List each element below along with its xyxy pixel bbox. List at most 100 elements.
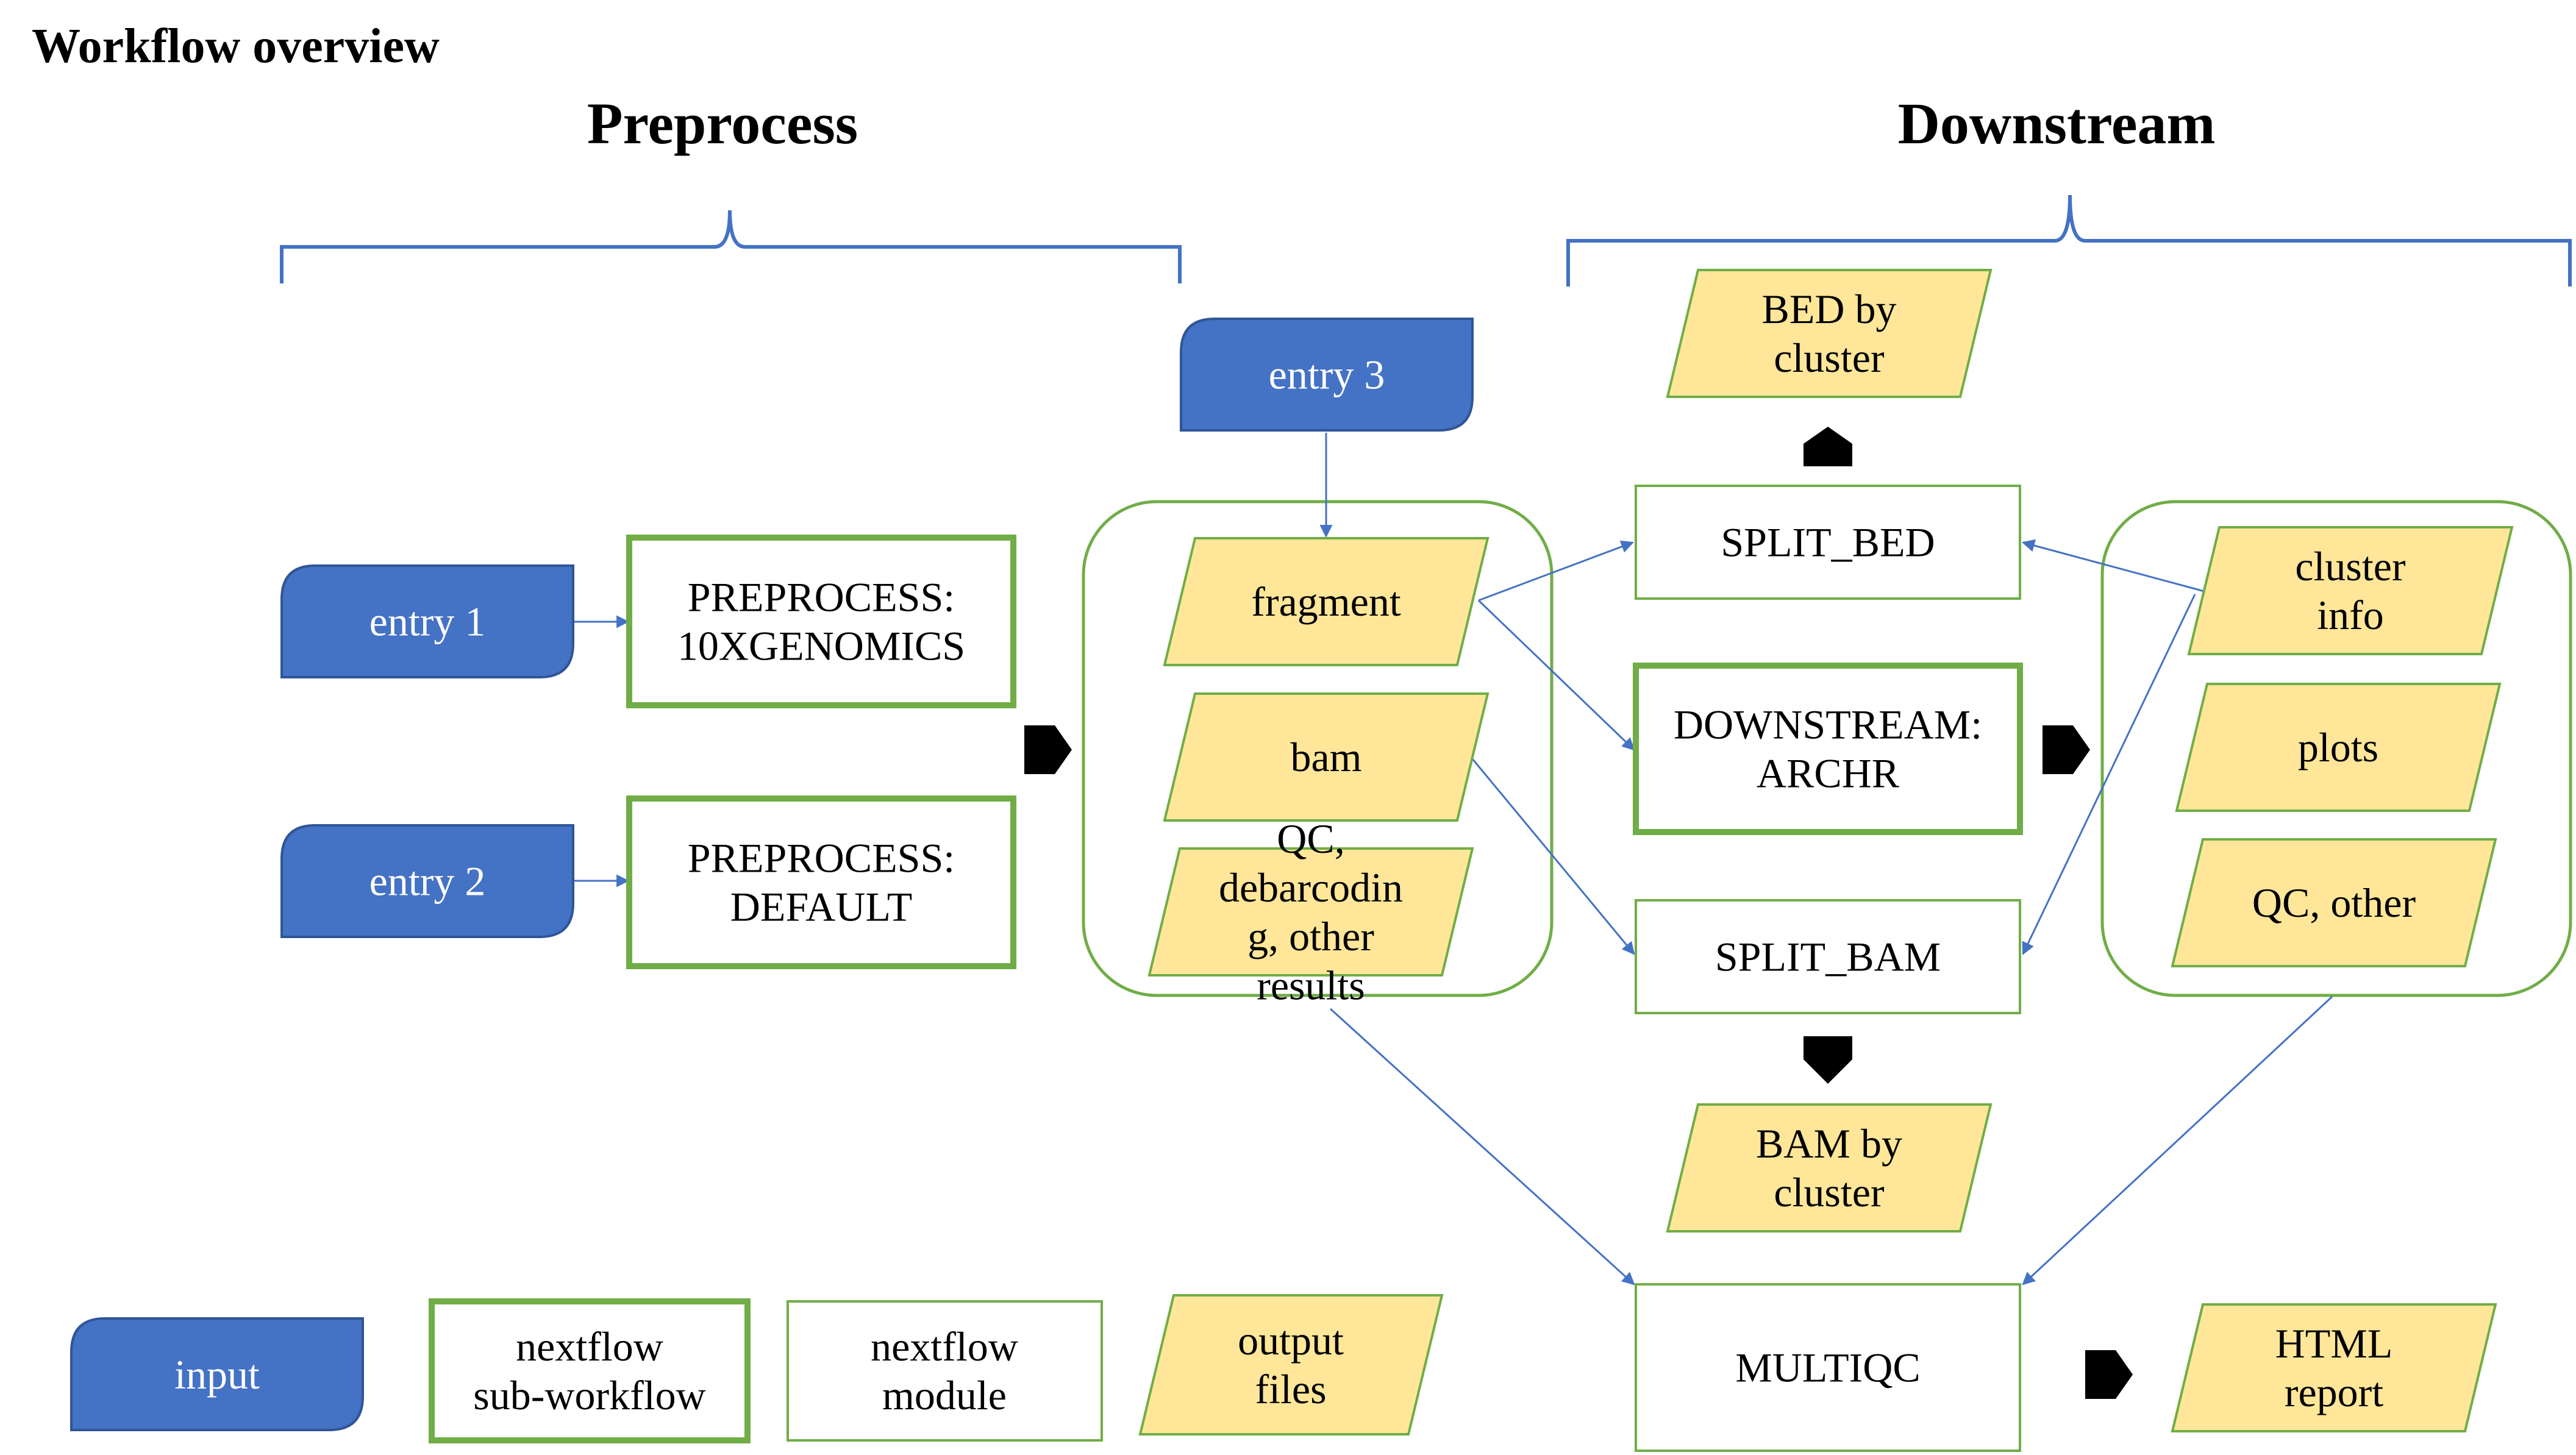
block-arrow-archr-outputs (2043, 725, 2090, 774)
node-qc-pre-label-line-4: results (1257, 962, 1365, 1008)
node-entry3-label-line-1: entry 3 (1269, 352, 1385, 398)
node-bam-cluster-label-line-1: BAM by (1756, 1120, 1902, 1167)
legend-subworkflow-label-line-2: sub-workflow (473, 1372, 706, 1418)
node-entry2-shape (280, 824, 574, 938)
node-plots: plots (2175, 683, 2502, 812)
node-cluster-info-label-line-2: info (2317, 592, 2384, 638)
node-bed-cluster-shape (1666, 269, 1993, 398)
legend-output-label-line-2: files (1255, 1366, 1326, 1412)
node-bam-label-line-1: bam (1290, 734, 1361, 780)
node-entry3: entry 3 (1180, 318, 1474, 432)
preprocess-brace (280, 210, 1182, 283)
archr-outputs-group (2100, 500, 2572, 997)
node-fragment: fragment (1163, 537, 1490, 666)
node-predef-shape (626, 795, 1016, 969)
node-cluster-info-label-line-1: cluster (2295, 543, 2406, 589)
legend-output-label-line-1: output (1238, 1317, 1344, 1364)
node-split-bed: SPLIT_BED (1635, 485, 2021, 600)
node-qc-pre-label-line-1: QC, (1277, 816, 1344, 862)
node-bam: bam (1163, 692, 1490, 822)
node-entry2-label-line-1: entry 2 (369, 858, 486, 905)
node-fragment-shape (1163, 537, 1490, 666)
node-html-report-label-line-2: report (2285, 1369, 2383, 1415)
node-plots-shape (2175, 683, 2502, 812)
node-bam-cluster-shape (1666, 1103, 1993, 1233)
node-predef-label-line-1: PREPROCESS: (688, 835, 955, 881)
node-entry2: entry 2 (280, 824, 574, 938)
node-entry1-shape (280, 564, 574, 678)
node-archr-label-line-1: DOWNSTREAM: (1674, 702, 1982, 748)
node-bam-shape (1163, 692, 1490, 822)
legend-input-label-line-1: input (174, 1351, 260, 1398)
node-entry1: entry 1 (280, 564, 574, 678)
legend-module-label-line-2: module (882, 1372, 1007, 1418)
downstream-brace (1566, 194, 2572, 286)
node-split-bam-label-line-1: SPLIT_BAM (1715, 934, 1941, 980)
node-bed-cluster-label-line-1: BED by (1762, 286, 1897, 332)
node-predef-label-line-2: DEFAULT (730, 884, 912, 930)
node-split-bed-label-line-1: SPLIT_BED (1721, 519, 1935, 566)
node-entry3-shape (1180, 318, 1474, 432)
node-html-report-shape (2171, 1303, 2497, 1432)
page-title: Workflow overview (32, 20, 440, 73)
node-cluster-info-shape (2187, 526, 2514, 655)
node-split-bed-shape (1635, 485, 2021, 600)
legend-subworkflow-label-line-1: nextflow (516, 1323, 663, 1370)
edge-bam-split-bam (1471, 758, 1635, 955)
node-pre10x-shape (626, 535, 1016, 708)
edge-cluster-info-split-bed (2021, 539, 2205, 592)
node-bed-cluster-label-line-2: cluster (1774, 335, 1885, 381)
node-pre10x: PREPROCESS:10XGENOMICS (626, 535, 1016, 708)
node-split-bam: SPLIT_BAM (1635, 899, 2021, 1014)
node-pre10x-label-line-1: PREPROCESS: (688, 574, 955, 621)
node-archr-label-line-2: ARCHR (1757, 750, 1900, 797)
block-arrow-up-bed (1804, 427, 1852, 466)
legend-subworkflow-shape (429, 1298, 751, 1443)
node-multiqc-label-line-1: MULTIQC (1735, 1345, 1921, 1391)
node-archr-shape (1633, 663, 2023, 835)
legend-output-shape (1138, 1294, 1444, 1435)
node-entry1-label-line-1: entry 1 (369, 599, 486, 645)
preprocess-outputs-group (1082, 500, 1554, 997)
edge-fragment-archr (1477, 599, 1635, 751)
block-arrows (1024, 427, 2133, 1399)
edge-fragment-split-bed (1478, 540, 1634, 602)
node-qc-pre-label-line-3: g, other (1247, 913, 1374, 959)
node-html-report-label-line-1: HTML (2275, 1320, 2393, 1367)
legend-input-shape (70, 1317, 364, 1431)
node-qc-pre-shape (1147, 847, 1474, 977)
edge-qc-other-multiqc (2022, 995, 2333, 1286)
edge-cluster-info-split-bam (2022, 594, 2196, 955)
legend-module-label-line-1: nextflow (871, 1323, 1018, 1370)
block-arrow-preprocess (1024, 725, 1072, 774)
node-predef: PREPROCESS:DEFAULT (626, 795, 1016, 969)
node-qc-pre-label-line-2: debarcodin (1219, 864, 1403, 911)
node-qc-other-label-line-1: QC, other (2252, 880, 2416, 926)
node-plots-label-line-1: plots (2298, 724, 2378, 770)
node-qc-other-shape (2171, 838, 2497, 967)
node-bam-cluster-label-line-2: cluster (1774, 1169, 1885, 1215)
node-multiqc-shape (1635, 1283, 2021, 1452)
connector-lines (573, 433, 2333, 1286)
node-split-bam-shape (1635, 899, 2021, 1014)
node-multiqc: MULTIQC (1635, 1283, 2021, 1452)
node-pre10x-label-line-2: 10XGENOMICS (677, 623, 965, 669)
node-qc-other: QC, other (2171, 838, 2497, 967)
block-arrow-down-bam (1804, 1036, 1852, 1084)
legend-input: input (70, 1317, 364, 1431)
legend: inputnextflowsub-workflownextflowmoduleo… (70, 1294, 1444, 1443)
node-fragment-label-line-1: fragment (1251, 578, 1401, 625)
block-arrow-multiqc-report (2085, 1350, 2133, 1399)
edge-qc-multiqc (1329, 1008, 1635, 1286)
node-archr: DOWNSTREAM:ARCHR (1633, 663, 2023, 835)
legend-module-shape (787, 1300, 1103, 1442)
